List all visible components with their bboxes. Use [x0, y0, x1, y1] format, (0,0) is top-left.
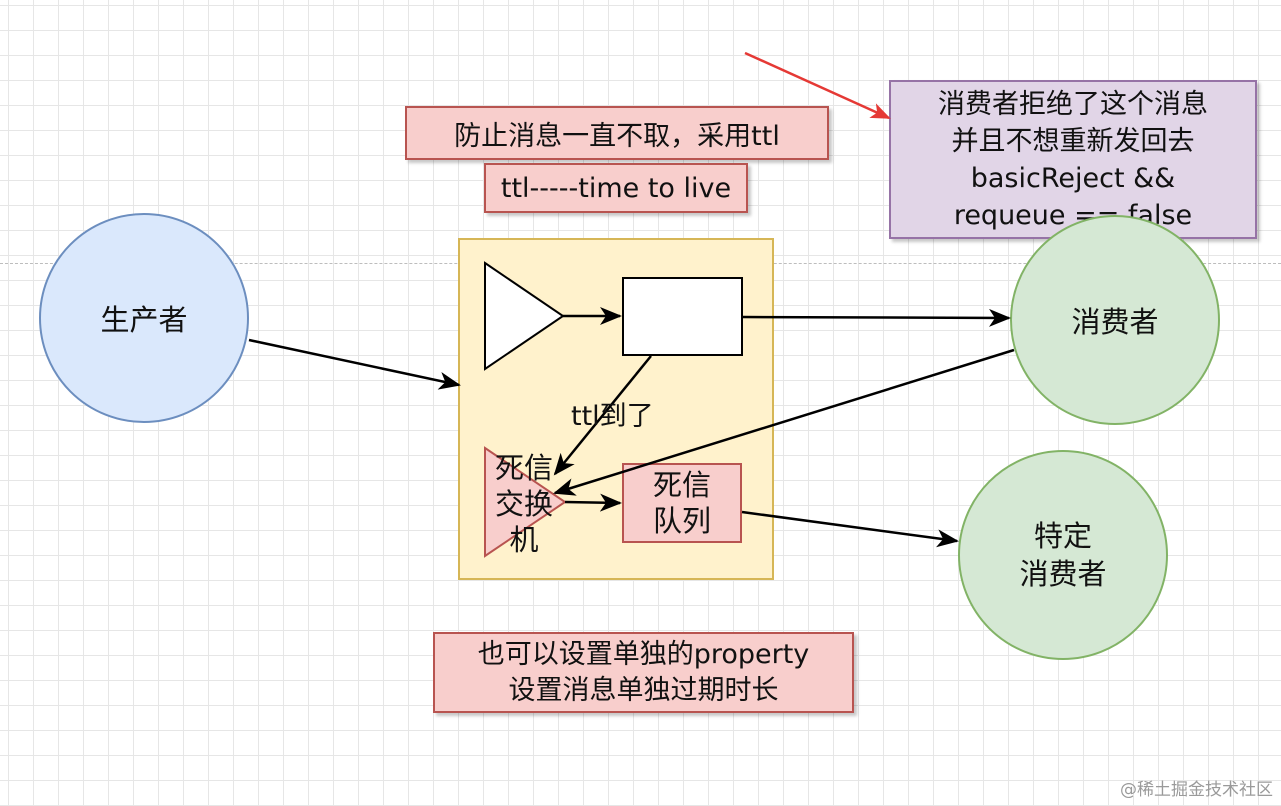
property-note: 也可以设置单独的property 设置消息单独过期时长: [433, 632, 854, 713]
dlx-to-dlq-arrow: [564, 493, 622, 512]
red-pointer-arrow: [744, 51, 891, 120]
queue-to-dlx-arrow: [553, 355, 652, 476]
ttl-note-text: 防止消息一直不取，采用ttl: [454, 120, 780, 152]
ttl-definition-text: ttl-----time to live: [500, 172, 732, 204]
dead-letter-queue-label: 队列: [652, 504, 711, 538]
property-note-line: 设置消息单独过期时长: [508, 674, 779, 706]
consumer-node: 消费者: [1010, 215, 1220, 425]
dlx-label-line: 交换: [494, 487, 553, 521]
consumer-to-dlx-arrow: [553, 348, 1015, 496]
reject-note-line: 消费者拒绝了这个消息: [938, 88, 1208, 120]
producer-to-broker-arrow: [248, 338, 461, 390]
property-note-line: 也可以设置单独的property: [477, 638, 810, 670]
ttl-note: 防止消息一直不取，采用ttl: [405, 106, 829, 160]
dead-letter-exchange-triangle: [484, 446, 567, 558]
consumer-label: 消费者: [1071, 305, 1159, 339]
dlq-to-special-consumer-arrow: [741, 510, 959, 548]
special-consumer-node: 特定 消费者: [958, 450, 1168, 660]
reject-note: 消费者拒绝了这个消息 并且不想重新发回去 basicReject && requ…: [889, 80, 1257, 239]
watermark: @稀土掘金技术社区: [1120, 780, 1273, 800]
queue-to-consumer-arrow: [742, 308, 1011, 327]
dead-letter-exchange-label: 死信 交换 机: [486, 450, 562, 558]
ttl-definition-note: ttl-----time to live: [484, 163, 748, 213]
dead-letter-queue-node: 死信 队列: [622, 463, 742, 543]
dead-letter-queue-label: 死信: [652, 468, 711, 502]
dlx-label-line: 机: [509, 523, 539, 557]
dlx-label-line: 死信: [494, 451, 553, 485]
ttl-expired-label: ttl到了: [571, 401, 654, 432]
special-consumer-label: 特定: [1033, 519, 1092, 553]
producer-label: 生产者: [100, 303, 188, 337]
exchange-triangle: [484, 261, 565, 371]
producer-node: 生产者: [39, 213, 249, 423]
special-consumer-label: 消费者: [1019, 557, 1107, 591]
reject-note-line: basicReject &&: [970, 162, 1176, 194]
reject-note-line: 并且不想重新发回去: [951, 125, 1195, 157]
queue-node: [622, 277, 743, 356]
